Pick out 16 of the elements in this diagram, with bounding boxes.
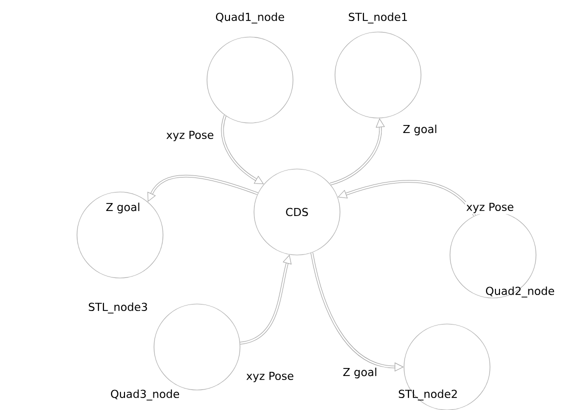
edge-label: xyz Pose	[165, 130, 215, 142]
node-label: Quad1_node	[216, 12, 284, 24]
node-label: Quad3_node	[110, 390, 180, 400]
arrow	[330, 118, 385, 186]
arrow	[240, 254, 292, 344]
arrow	[338, 180, 476, 216]
edge-label: xyz Pose	[465, 202, 515, 214]
edge-label: xyz Pose	[245, 370, 295, 384]
arrow	[221, 115, 264, 184]
node-label: STL_node1	[348, 12, 407, 24]
edge-label: Z goal	[342, 366, 378, 380]
node-label: STL_node3	[88, 302, 148, 314]
edge-label: Z goal	[104, 202, 142, 214]
arrow	[148, 174, 258, 202]
edge-label: Z goal	[402, 124, 438, 136]
arrow	[310, 252, 404, 372]
